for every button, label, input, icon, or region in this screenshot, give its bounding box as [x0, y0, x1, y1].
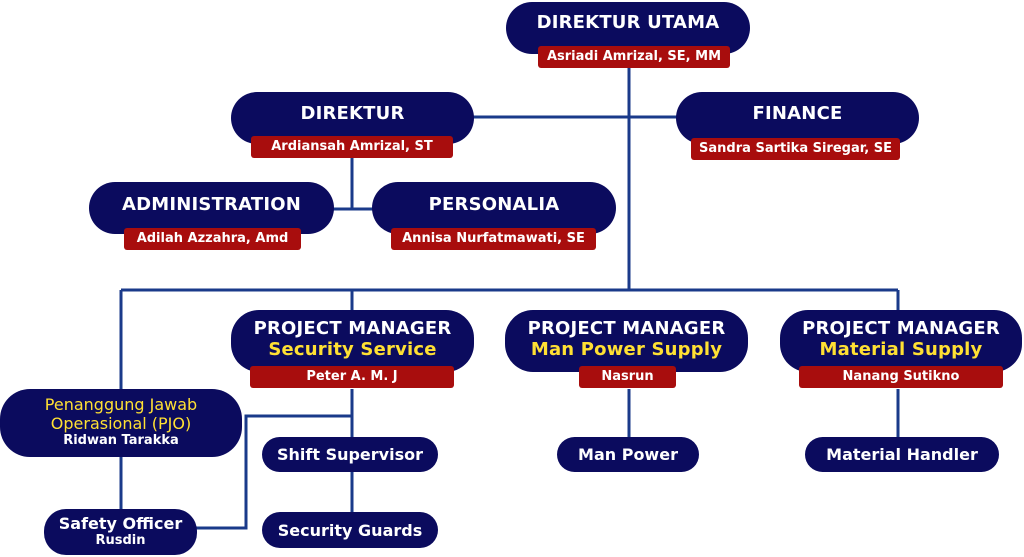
safety-officer-name: Rusdin — [95, 533, 146, 548]
pm-security-box: PROJECT MANAGER Security Service — [231, 310, 474, 372]
pjo-line1: Penanggung Jawab — [44, 395, 198, 414]
man-power-box: Man Power — [557, 437, 699, 472]
direktur-name: Ardiansah Amrizal, ST — [251, 136, 453, 158]
material-handler-box: Material Handler — [805, 437, 999, 472]
pm-security-subtitle: Security Service — [268, 339, 437, 360]
pm-material-box: PROJECT MANAGER Material Supply — [780, 310, 1022, 372]
personalia-title: PERSONALIA — [428, 194, 560, 215]
direktur-utama-box: DIREKTUR UTAMA — [506, 2, 750, 54]
administration-box: ADMINISTRATION — [89, 182, 334, 234]
security-guards-box: Security Guards — [262, 512, 438, 548]
pjo-line2: Operasional (PJO) — [50, 414, 192, 433]
pjo-name: Ridwan Tarakka — [63, 433, 179, 448]
pjo-box: Penanggung Jawab Operasional (PJO) Ridwa… — [0, 389, 242, 457]
safety-officer-title: Safety Officer — [58, 514, 183, 533]
pm-manpower-subtitle: Man Power Supply — [530, 339, 723, 360]
shift-supervisor-box: Shift Supervisor — [262, 437, 438, 472]
pm-material-title: PROJECT MANAGER — [802, 318, 1000, 339]
pm-material-name: Nanang Sutikno — [799, 366, 1003, 388]
pm-manpower-title: PROJECT MANAGER — [527, 318, 726, 339]
administration-name: Adilah Azzahra, Amd — [124, 228, 301, 250]
finance-name: Sandra Sartika Siregar, SE — [691, 138, 900, 160]
direktur-box: DIREKTUR — [231, 92, 474, 144]
administration-title: ADMINISTRATION — [121, 194, 302, 215]
pm-material-subtitle: Material Supply — [819, 339, 983, 360]
direktur-title: DIREKTUR — [300, 103, 405, 124]
pm-security-name: Peter A. M. J — [250, 366, 454, 388]
direktur-utama-name: Asriadi Amrizal, SE, MM — [538, 46, 730, 68]
pm-manpower-box: PROJECT MANAGER Man Power Supply — [505, 310, 748, 372]
personalia-box: PERSONALIA — [372, 182, 616, 234]
direktur-utama-title: DIREKTUR UTAMA — [536, 12, 720, 33]
pm-manpower-name: Nasrun — [579, 366, 676, 388]
personalia-name: Annisa Nurfatmawati, SE — [391, 228, 596, 250]
pm-security-title: PROJECT MANAGER — [253, 318, 452, 339]
finance-box: FINANCE — [676, 92, 919, 144]
finance-title: FINANCE — [752, 103, 843, 124]
safety-officer-box: Safety Officer Rusdin — [44, 509, 197, 555]
